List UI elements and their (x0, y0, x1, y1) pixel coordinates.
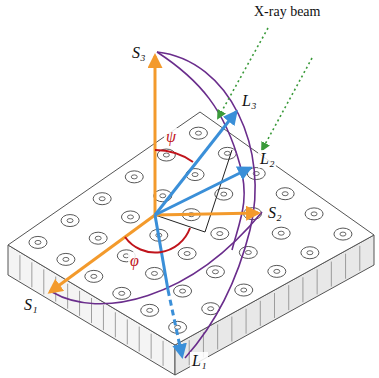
axis-label: L₃ (240, 92, 258, 110)
slab-top-face (8, 112, 374, 345)
axis-label: S₃ (130, 44, 148, 62)
projection-lines (155, 150, 232, 232)
angle-arcs (125, 150, 193, 253)
sphere-arcs (52, 52, 262, 358)
axis-label: L₁ (190, 352, 208, 370)
axis-label: S₁ (22, 296, 40, 314)
lab-axes (155, 112, 250, 356)
axis-label: L₂ (258, 150, 276, 168)
angle-label: ψ (164, 128, 178, 146)
beam-label: X-ray beam (252, 4, 322, 20)
xray-beam-lines (218, 28, 312, 150)
angle-label: φ (128, 252, 141, 270)
sample-axes (50, 56, 258, 292)
axis-label: S₂ (266, 204, 284, 222)
hole-grid (29, 127, 352, 333)
